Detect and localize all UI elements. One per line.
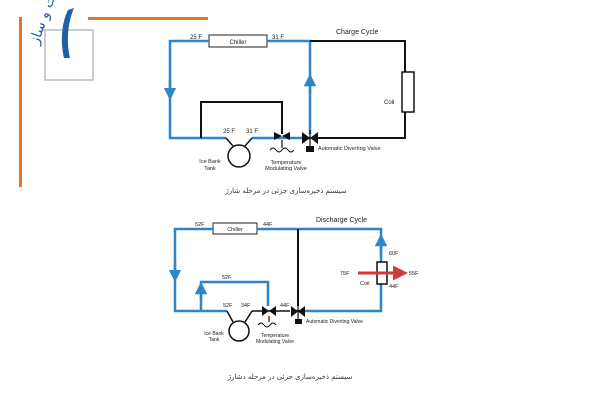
charge-temp-valve-label-1: Temperature bbox=[271, 160, 302, 166]
discharge-coil-top: 60F bbox=[389, 251, 399, 257]
charge-cycle-diagram: Charge Cycle Chiller 25 F 31 F Coil 25 F… bbox=[163, 29, 415, 195]
charge-temp-valve-label-2: Modulating Valve bbox=[265, 166, 307, 172]
discharge-chiller-in: 52F bbox=[195, 222, 205, 228]
discharge-tank-loop bbox=[199, 280, 270, 311]
discharge-title: Discharge Cycle bbox=[316, 217, 367, 224]
charge-ice-bank-tank bbox=[227, 144, 251, 168]
charge-coil-label: Coil bbox=[384, 100, 394, 106]
charge-chiller-label: Chiller bbox=[229, 40, 246, 46]
discharge-coil-bottom: 44F bbox=[389, 284, 399, 290]
discharge-caption: سیستم ذخیره‌سازی جزئی در مرحله دشارژ bbox=[227, 373, 353, 381]
charge-tank-label-2: Tank bbox=[204, 166, 216, 172]
charge-coil-loop bbox=[310, 40, 406, 139]
discharge-coil-label: Coil bbox=[360, 281, 369, 287]
charge-left-pipe bbox=[168, 39, 226, 140]
charge-temp-in: 25 F bbox=[190, 35, 202, 41]
charge-tank-bypass bbox=[200, 101, 283, 138]
discharge-valve-out: 44F bbox=[280, 303, 290, 309]
charge-tank-label-1: Ice Bank bbox=[199, 159, 221, 165]
discharge-tank-out: 34F bbox=[241, 303, 251, 309]
discharge-return-pipe bbox=[296, 284, 383, 313]
logo-text: ساخت و ساز bbox=[26, 0, 68, 47]
charge-tank-temp-out: 31 F bbox=[246, 129, 258, 135]
discharge-cycle-diagram: Discharge Cycle Chiller 52F 44F Coil 60F… bbox=[168, 217, 419, 381]
discharge-tank-in: 52F bbox=[223, 303, 233, 309]
discharge-air-out: 55F bbox=[409, 271, 419, 277]
charge-temp-out: 31 F bbox=[272, 35, 284, 41]
discharge-diverting-valve-label: Automatic Diverting Valve bbox=[306, 319, 363, 325]
discharge-tank-label-2: Tank bbox=[209, 337, 220, 343]
charge-coil bbox=[401, 71, 415, 113]
charge-tank-pipe-out bbox=[244, 137, 253, 147]
charge-tank-pipe-in bbox=[225, 137, 234, 147]
charge-title: Charge Cycle bbox=[336, 29, 379, 36]
charge-caption: سیستم ذخیره‌سازی جزئی در مرحله شارژ bbox=[224, 187, 346, 195]
accent-bar-left bbox=[19, 17, 22, 187]
discharge-diverting-valve-icon bbox=[291, 304, 305, 324]
discharge-air-in: 75F bbox=[340, 271, 350, 277]
charge-diverting-valve-icon bbox=[302, 130, 318, 152]
brand-logo: ساخت و ساز bbox=[19, 0, 208, 187]
pen-logo-icon bbox=[61, 8, 74, 58]
logo-frame bbox=[44, 29, 94, 81]
charge-right-pipe bbox=[267, 39, 312, 134]
charge-diverting-valve-label: Automatic Diverting Valve bbox=[318, 146, 381, 152]
discharge-ice-bank-tank bbox=[228, 320, 250, 342]
discharge-chiller-out: 44F bbox=[263, 222, 273, 228]
discharge-temp-valve-label-2: Modulating Valve bbox=[256, 339, 294, 345]
discharge-temp-valve-label-1: Temperature bbox=[261, 333, 289, 339]
discharge-chiller-label: Chiller bbox=[227, 227, 243, 233]
discharge-tank-loop-top: 52F bbox=[222, 275, 232, 281]
charge-temp-valve-icon bbox=[269, 132, 295, 153]
discharge-temp-valve-icon bbox=[257, 306, 277, 328]
discharge-tank-pipe-out bbox=[244, 310, 253, 323]
charge-tank-temp-in: 25 F bbox=[223, 129, 235, 135]
accent-bar-top bbox=[88, 17, 208, 20]
discharge-top-pipe bbox=[257, 227, 383, 262]
discharge-tank-pipe-in bbox=[226, 310, 234, 323]
discharge-tank-label-1: Ice Bank bbox=[204, 331, 224, 337]
